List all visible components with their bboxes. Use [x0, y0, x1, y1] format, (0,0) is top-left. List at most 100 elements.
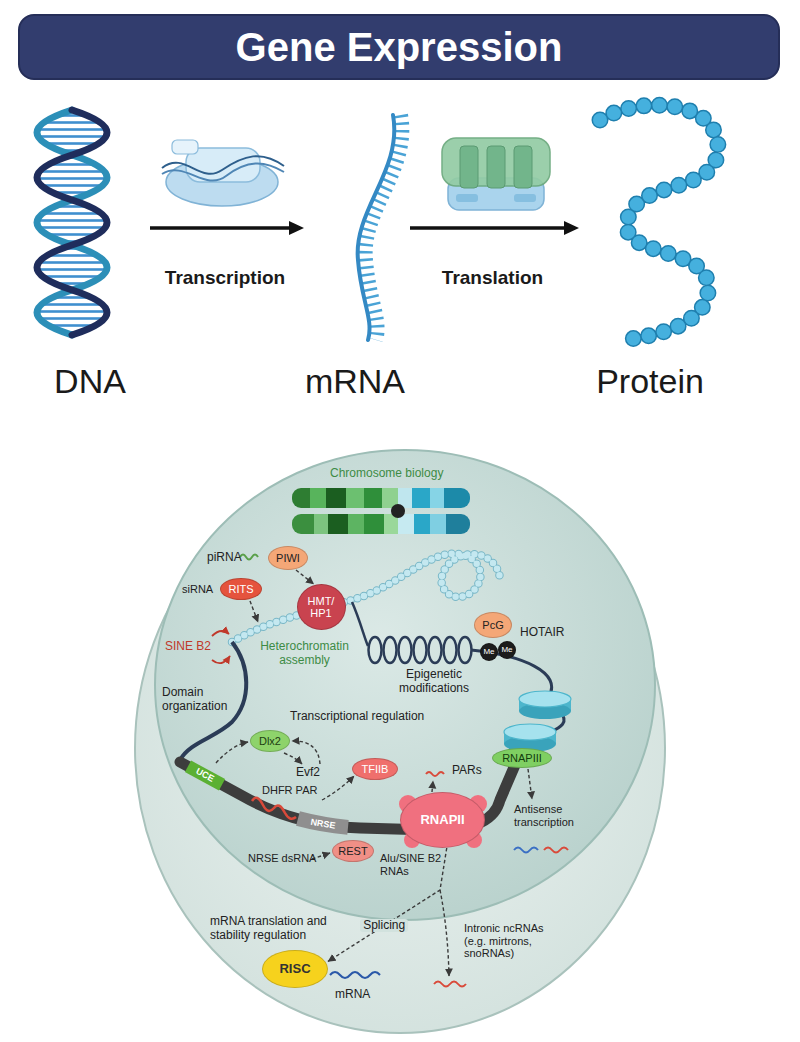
molecule-stage: Protein: [575, 105, 725, 400]
regulation-arrows: [440, 890, 449, 976]
chromatin-fiber: [369, 637, 382, 663]
title-text: Gene Expression: [236, 25, 563, 70]
chromatin-fiber: [352, 602, 368, 646]
cell-label: Domain organization: [162, 686, 236, 714]
chromosome: [326, 488, 346, 508]
protein-factor: Dlx2: [250, 730, 290, 752]
regulation-arrows: [432, 781, 433, 792]
regulation-arrows: [528, 769, 532, 799]
protein-chain: [600, 105, 718, 340]
protein-chain: [600, 105, 718, 340]
chromatin-fiber: [444, 637, 457, 663]
cell-label: Chromosome biology: [330, 467, 443, 481]
chromosome: [414, 514, 430, 534]
mrna-strand: [358, 115, 403, 340]
rna-squiggles: [434, 982, 466, 987]
cell-label: siRNA: [182, 583, 213, 596]
protein-factor: RNAPIII: [492, 748, 552, 768]
node-label: RITS: [228, 583, 253, 595]
rna-squiggles: [514, 848, 538, 853]
cell-label: HOTAIR: [520, 626, 564, 640]
cell-label: UCE: [194, 766, 216, 784]
connector-arrow: [328, 848, 447, 961]
sine-arrows: [212, 656, 230, 663]
chromosome: [430, 514, 446, 534]
mrna-strand: [358, 115, 395, 340]
dna-band: [188, 766, 222, 785]
node-label: Me: [483, 648, 494, 657]
heterochromatin-beads: [232, 554, 500, 642]
node-label: RNAPII: [420, 813, 464, 827]
rna-polymerase-icon: [162, 140, 284, 206]
rna-polymerase-icon: [162, 163, 284, 180]
chromosome: [292, 514, 470, 534]
cell-label: Alu/SINE B2 RNAs: [380, 852, 442, 877]
connector-arrow: [296, 570, 314, 584]
chromatin-fiber: [429, 637, 442, 663]
nucleosomes: [504, 724, 556, 740]
methyl-mark: Me: [498, 641, 516, 659]
chromosome: [364, 488, 382, 508]
cell-label: Heterochromatin assembly: [252, 640, 357, 668]
cell-label: piRNA: [207, 551, 242, 565]
dna-helix: [37, 110, 107, 335]
node-label: RISC: [279, 962, 310, 976]
cell-label: NRSE: [310, 816, 336, 830]
ribosome-icon: [514, 146, 532, 188]
regulation-arrows: [322, 776, 354, 800]
cell-label: Epigenetic modifications: [392, 668, 476, 696]
chromosome: [391, 504, 405, 518]
heterochromatin-beads: [232, 554, 500, 642]
rna-polymerase-icon: [172, 140, 198, 154]
node-label: HMT/ HP1: [303, 595, 339, 619]
chromosome: [430, 488, 444, 508]
chromatin-fiber: [414, 637, 427, 663]
molecule-stage: DNA: [30, 105, 150, 400]
protein-chain: [600, 105, 718, 340]
sine-arrows: [212, 631, 229, 636]
ribosome-icon: [514, 194, 536, 202]
cell-label: Evf2: [296, 766, 320, 780]
chromatin-fiber: [399, 637, 412, 663]
process-label: Splicing: [360, 919, 408, 933]
protein-factor: REST: [332, 840, 374, 862]
chromosome: [292, 488, 470, 534]
regulation-arrows: [292, 741, 320, 764]
rna-squiggles: [240, 555, 258, 560]
connector-group: [150, 228, 575, 961]
ribosome-icon: [442, 138, 550, 210]
dna-helix: [0, 110, 150, 335]
cell-label: Intronic ncRNAs (e.g. mirtrons, snoRNAs): [464, 922, 558, 960]
node-label: Dlx2: [259, 735, 281, 747]
cell-label: Antisense transcription: [514, 803, 586, 828]
process-label: Translation: [442, 267, 543, 289]
cell-label: DHFR PAR: [262, 784, 317, 797]
nucleosomes: [504, 691, 571, 752]
protein-factor: RISC: [262, 950, 328, 988]
chromosome: [314, 514, 328, 534]
nucleosomes: [519, 691, 571, 707]
protein-factor: PIWI: [268, 546, 308, 570]
node-label: mRNA: [305, 363, 405, 400]
molecule-stage: mRNA: [300, 105, 410, 400]
cell-outline: [135, 450, 665, 1033]
regulation-arrows: [284, 753, 302, 764]
node-label: PIWI: [276, 552, 300, 564]
cell-label: NRSE dsRNA: [248, 852, 316, 865]
cell-label: mRNA: [335, 988, 370, 1002]
heterochromatin-beads: [232, 554, 500, 642]
chromosome: [310, 488, 326, 508]
process-label: Transcription: [165, 267, 285, 289]
sine-arrows: [212, 631, 230, 663]
node-label: RNAPIII: [502, 752, 542, 764]
rna-squiggles: [544, 848, 568, 853]
title-banner: Gene Expression: [18, 14, 780, 80]
node-label: Me: [501, 646, 512, 655]
cell-label: SINE B2: [165, 640, 211, 654]
rna-squiggles: [426, 772, 444, 776]
cell-label: PARs: [452, 764, 482, 778]
chromosome: [348, 514, 364, 534]
chromosome: [328, 514, 348, 534]
